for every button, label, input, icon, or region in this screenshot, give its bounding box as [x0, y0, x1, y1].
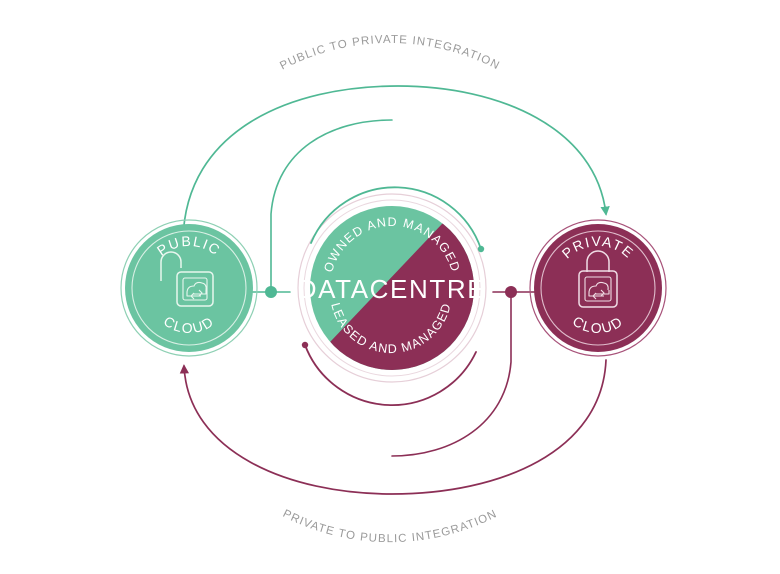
connector-right-vertical [391, 291, 512, 457]
datacentre-title: DATACENTRE [298, 274, 486, 304]
private-cloud-outer-ring [529, 219, 667, 357]
public-cloud-outer-ring [120, 219, 258, 357]
datacentre-half-leased [310, 206, 474, 370]
connector-left-vertical [270, 119, 393, 293]
closed-padlock-cloud-icon [578, 250, 618, 308]
public-cloud-node[interactable]: PUBLIC CLOUD [120, 219, 258, 357]
flow-private-to-public: PRIVATE TO PUBLIC INTEGRATION [179, 359, 607, 545]
datacentre-node[interactable]: OWNED AND MANAGED LEASED AND MANAGED DAT… [294, 186, 490, 380]
connector-right-dot [505, 286, 517, 298]
flow-private-to-public-label: PRIVATE TO PUBLIC INTEGRATION [281, 508, 500, 545]
private-cloud-disc [534, 224, 662, 352]
flow-public-to-private-label: PUBLIC TO PRIVATE INTEGRATION [278, 34, 502, 72]
public-cloud-bottom-label: CLOUD [161, 313, 217, 336]
private-cloud-inner-ring [540, 230, 656, 346]
centre-accent-arc-green [310, 186, 482, 250]
private-cloud-node[interactable]: PRIVATE CLOUD [529, 219, 667, 357]
open-padlock-cloud-icon [160, 251, 214, 307]
centre-accent-dot-purple [301, 341, 309, 349]
public-cloud-inner-ring [131, 230, 247, 346]
flow-private-to-public-arc [179, 359, 607, 495]
centre-accent-arc-purple [304, 344, 477, 406]
centre-rings [297, 186, 487, 406]
private-cloud-bottom-label: CLOUD [570, 313, 626, 336]
connector-left-dot [265, 286, 277, 298]
connector-centre-to-private [391, 286, 549, 457]
flow-public-to-private-arc [182, 85, 610, 240]
centre-accent-dot-green [477, 245, 485, 253]
centre-ring-outer [297, 193, 487, 383]
centre-ring-inner [303, 199, 481, 377]
